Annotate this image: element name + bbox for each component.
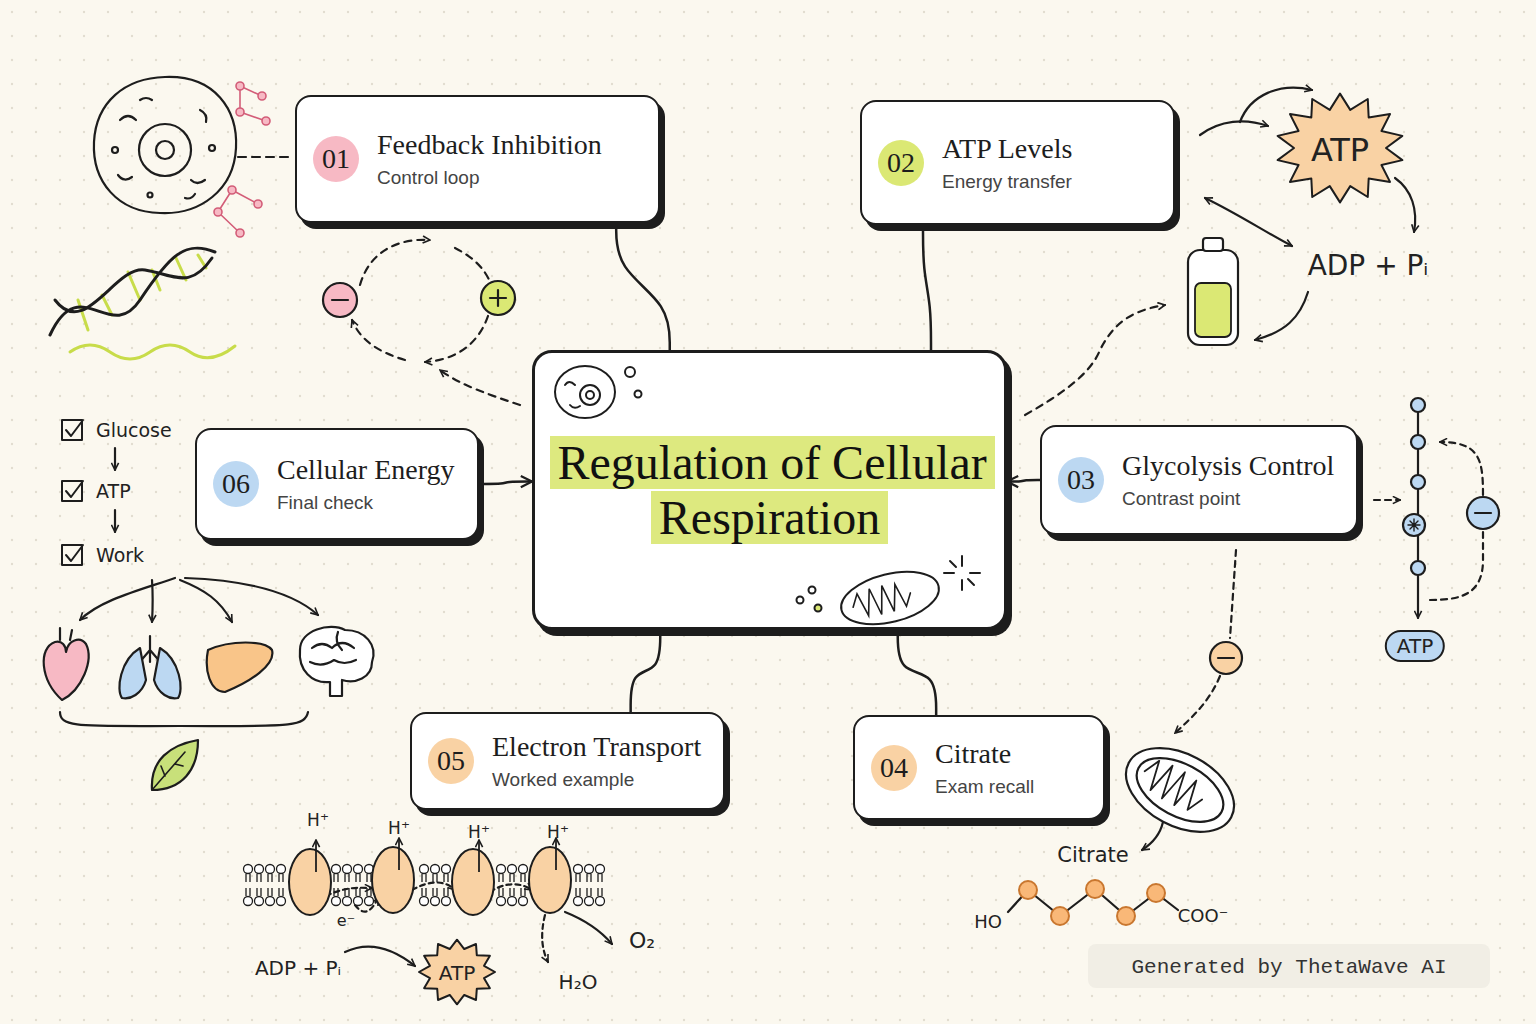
ion-label: H⁺ [388,818,410,838]
starburst [1278,94,1403,203]
starburst-label: ATP [1311,131,1369,169]
topic-heading: Glycolysis Control [1122,450,1334,482]
electron-label: e⁻ [337,911,355,930]
membrane-protein [289,849,331,915]
starburst-label: ATP [439,961,475,985]
topic-box: 06 Cellular EnergyFinal check [195,428,479,540]
membrane-protein [452,849,494,915]
checklist-item: Work [96,544,144,566]
topic-heading: Feedback Inhibition [377,129,602,161]
chemical-group: HO [974,911,1002,932]
connector [923,225,931,350]
ion-label: H⁺ [547,822,569,842]
molecule-label: O₂ [629,928,655,953]
connector [1007,480,1040,482]
ion-label: H⁺ [468,822,490,842]
topic-box: 05 Electron TransportWorked example [410,712,725,810]
callout-number: 05 [428,738,474,784]
reaction-label: ADP + Pᵢ [255,956,341,980]
hub-box: Regulation of Cellular Respiration [532,350,1007,630]
topic-heading: Electron Transport [492,731,701,763]
topic-subtitle: Energy transfer [942,171,1072,193]
reaction-label: ADP + Pᵢ [1308,249,1429,282]
starburst [419,940,495,1005]
callout-number: 04 [871,745,917,791]
connector [631,630,661,712]
topic-subtitle: Worked example [492,769,701,791]
connector [479,482,532,484]
topic-subtitle: Final check [277,492,455,514]
topic-subtitle: Contrast point [1122,488,1334,510]
topic-subtitle: Control loop [377,167,602,189]
callout-number: 03 [1058,457,1104,503]
connector [616,223,670,350]
ion-label: H⁺ [307,810,329,830]
molecule-label: H₂O [559,970,598,994]
callout-number: 06 [213,461,259,507]
membrane-protein [372,847,414,913]
topic-heading: Citrate [935,738,1034,770]
topic-box: 03 Glycolysis ControlContrast point [1040,425,1358,535]
watermark: Generated by ThetaWave AI [1131,956,1446,979]
topic-box: 04 CitrateExam recall [853,715,1105,820]
topic-box: 01 Feedback InhibitionControl loop [295,95,660,223]
topic-subtitle: Exam recall [935,776,1034,798]
molecule-name: Citrate [1057,843,1128,867]
product-pill: ATP [1385,630,1445,662]
chemical-group: COO⁻ [1178,905,1228,926]
topic-heading: Cellular Energy [277,454,455,486]
topic-heading: ATP Levels [942,133,1072,165]
diagram-title: Regulation of Cellular Respiration [550,436,995,544]
callout-number: 01 [313,136,359,182]
topic-box: 02 ATP LevelsEnergy transfer [860,100,1175,225]
checklist-item: Glucose [96,419,172,441]
connector [898,630,936,715]
checklist-item: ATP [96,480,131,502]
callout-number: 02 [878,140,924,186]
membrane-protein [529,847,571,913]
